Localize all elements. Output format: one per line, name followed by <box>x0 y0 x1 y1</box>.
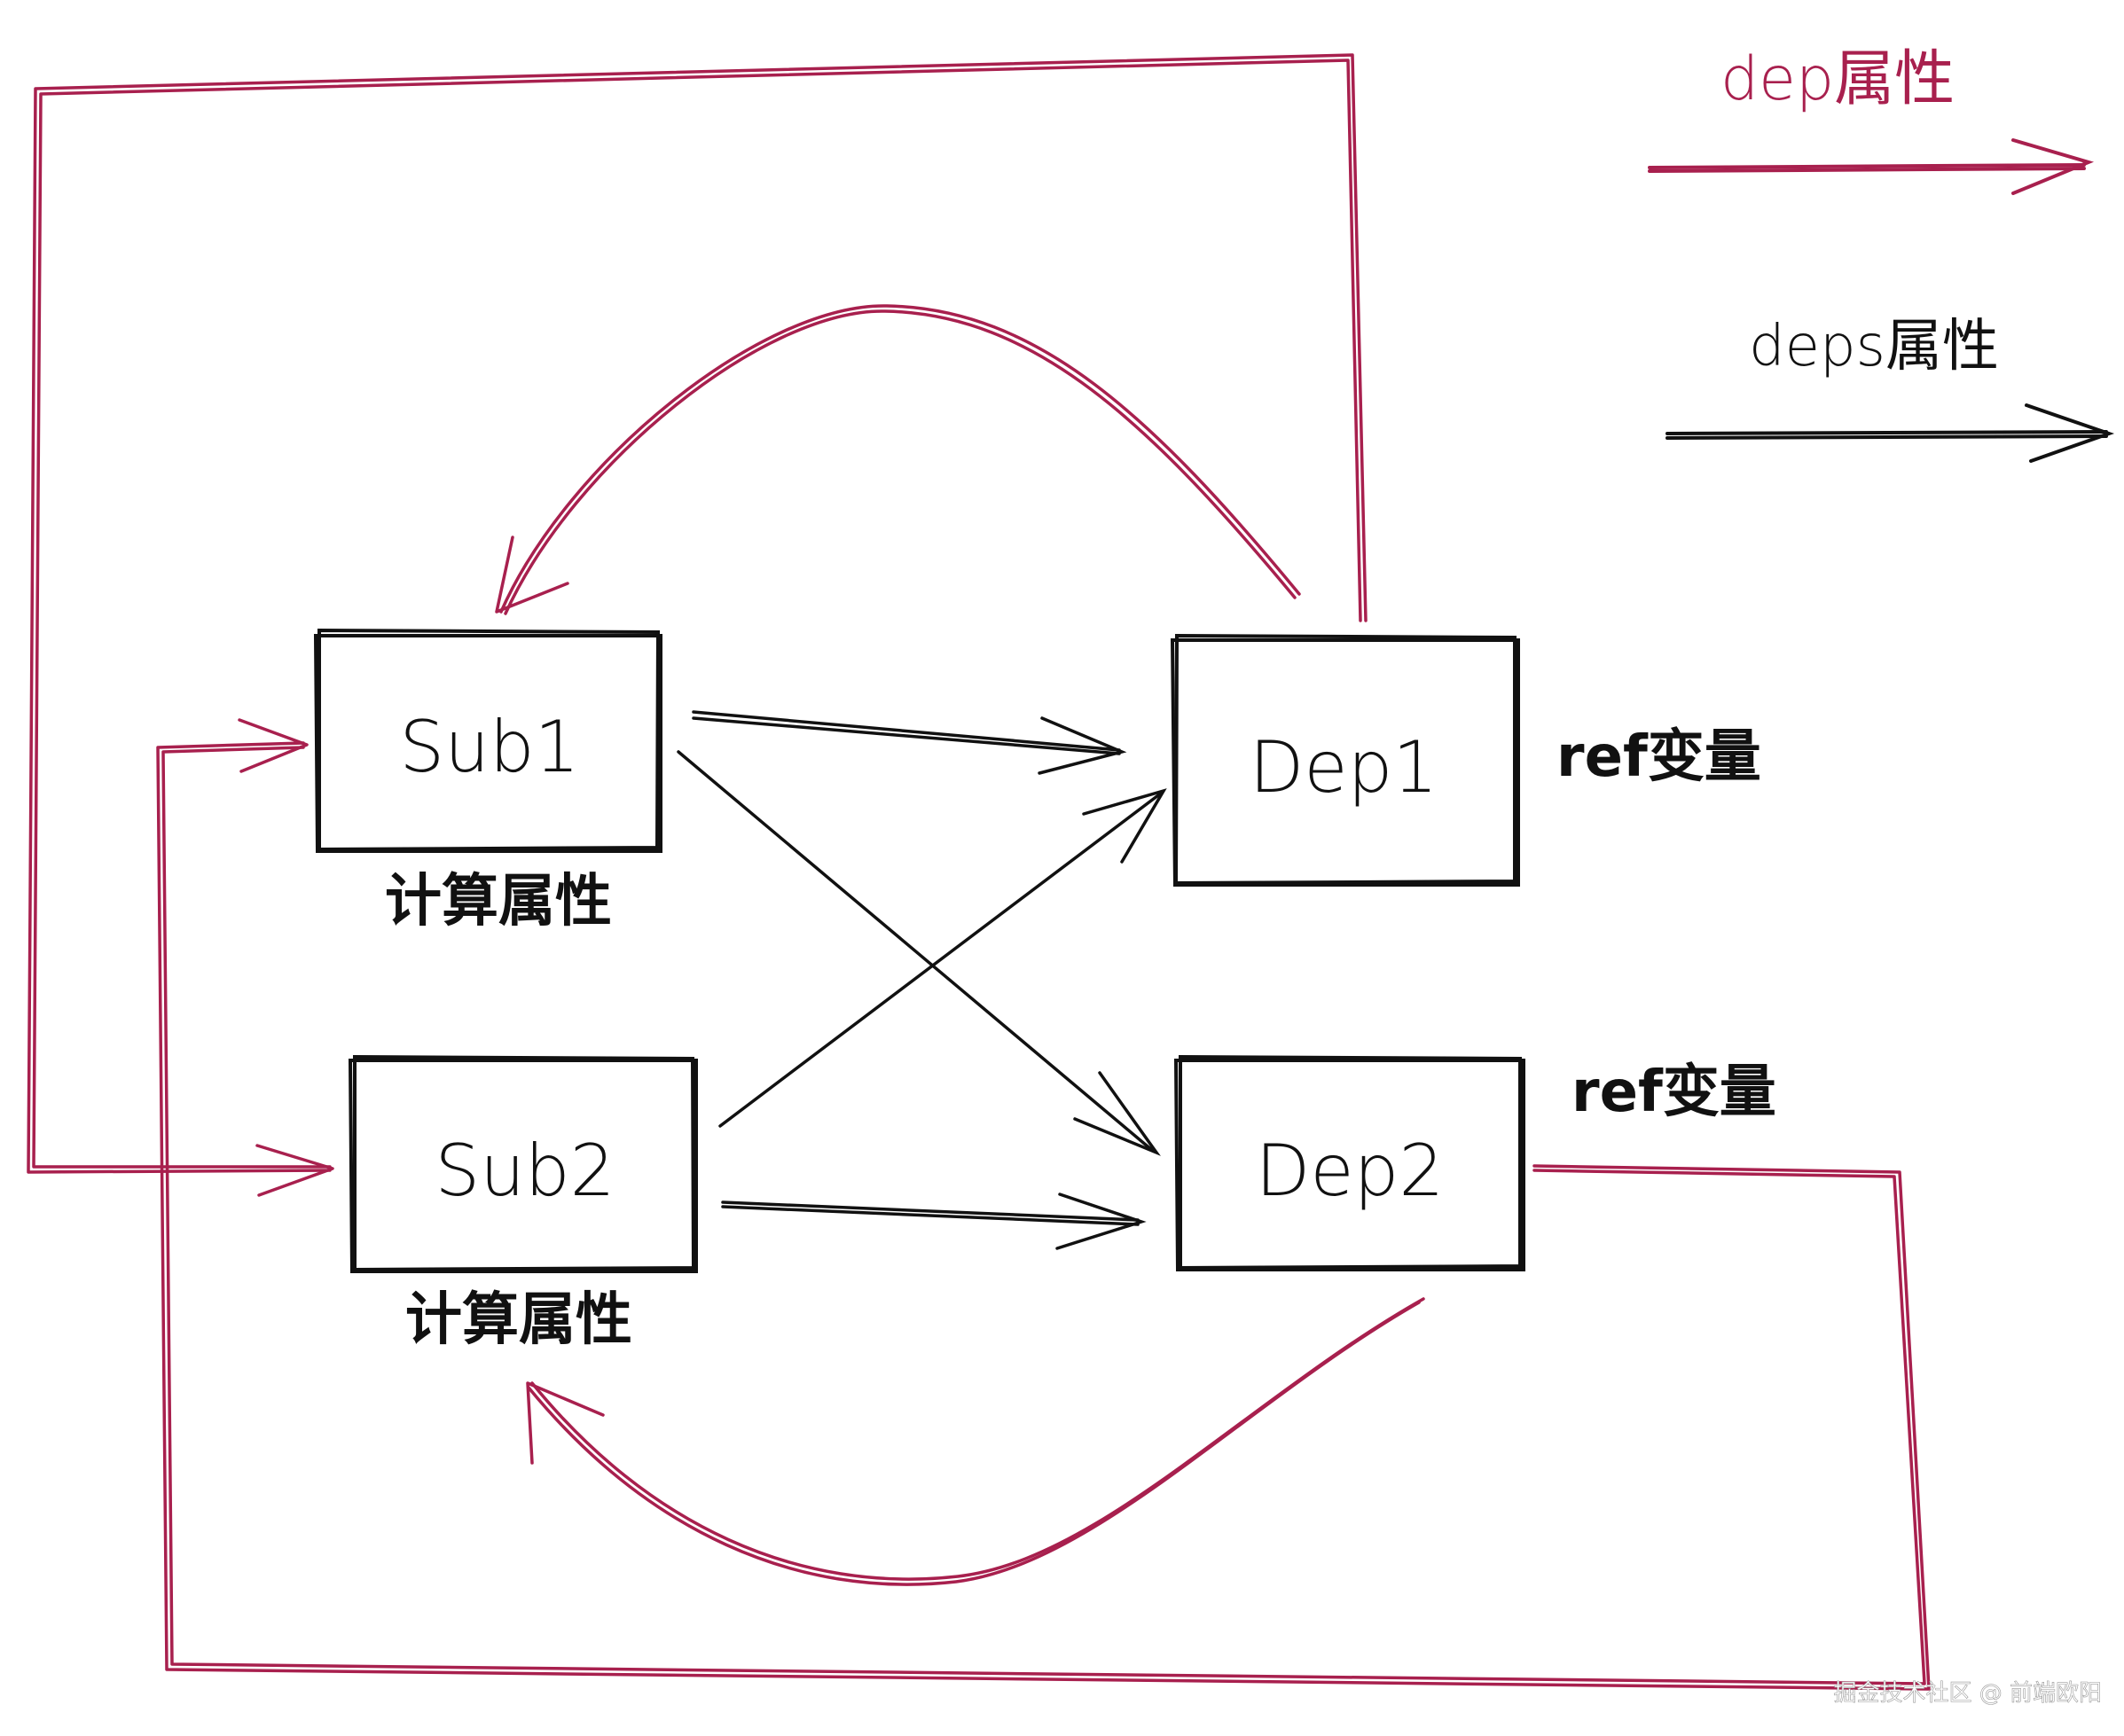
node-sub2: Sub2 计算属性 <box>348 1054 698 1353</box>
edge-dep1-to-sub1-curve <box>495 304 1301 615</box>
node-dep1-caption: ref变量 <box>1556 724 1761 790</box>
edge-dep2-to-sub1-loop <box>156 718 1931 1691</box>
node-dep1-label: Dep1 <box>1250 726 1438 809</box>
edge-dep1-to-sub2-loop <box>27 53 1368 1197</box>
legend-dep-label: dep属性 <box>1720 44 1955 114</box>
legend-dep-arrow <box>1648 138 2095 195</box>
edge-sub1-to-dep1 <box>692 710 1127 775</box>
node-sub1-label: Sub1 <box>399 706 579 788</box>
legend-deps-label: deps属性 <box>1749 314 1999 379</box>
node-dep2-label: Dep2 <box>1256 1130 1445 1212</box>
node-sub2-label: Sub2 <box>435 1130 615 1212</box>
edge-sub2-to-dep2 <box>721 1193 1147 1250</box>
edge-sub1-to-dep2 <box>677 750 1161 1156</box>
node-sub1-caption: 计算属性 <box>385 869 612 934</box>
node-dep2: Dep2 ref变量 <box>1173 1054 1776 1271</box>
edge-dep2-to-sub2-curve <box>526 1297 1425 1586</box>
watermark: 掘金技术社区 @ 前端欧阳 <box>1833 1680 2102 1707</box>
node-dep1: Dep1 ref变量 <box>1170 633 1761 887</box>
node-dep2-caption: ref变量 <box>1571 1060 1776 1125</box>
legend: dep属性 deps属性 <box>1648 44 2115 463</box>
node-sub2-caption: 计算属性 <box>405 1287 632 1353</box>
legend-deps-arrow <box>1665 403 2115 463</box>
node-sub1: Sub1 计算属性 <box>313 628 662 934</box>
edge-sub2-to-dep1 <box>718 788 1167 1128</box>
